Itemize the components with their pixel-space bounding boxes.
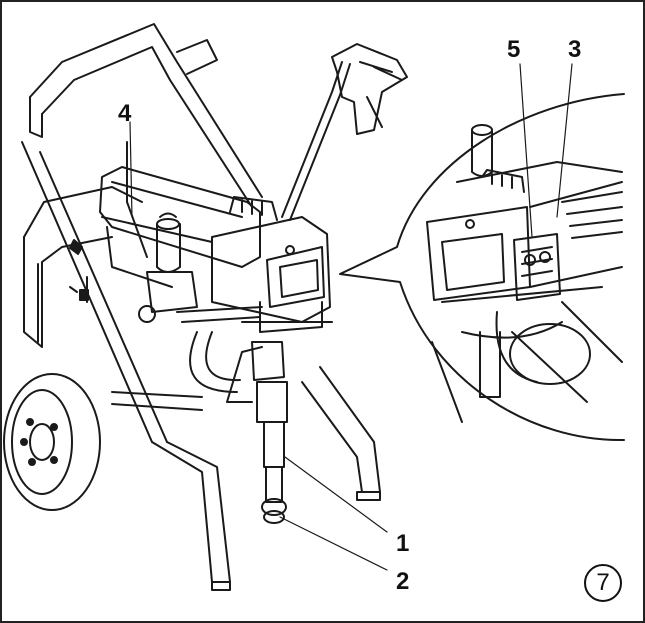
pressure-filter [126,141,198,323]
figure-number-badge: 7 [584,564,622,602]
callout-label-switch-panel: 5 [507,36,521,63]
cart-frame [21,23,381,591]
detail-magnifier [339,93,625,442]
leader-lines [129,63,573,571]
wheel [3,373,101,511]
figure-number: 7 [596,569,610,596]
callout-label-pump: 1 [396,530,410,557]
motor-housing [99,166,333,333]
callout-label-suction-tube: 2 [396,568,410,595]
callout-label-pressure-filter: 4 [118,100,132,127]
callout-label-control-unit: 3 [568,36,582,63]
zoomed-control-unit [426,124,623,423]
pump-assembly [176,306,288,524]
spray-gun [281,43,408,221]
